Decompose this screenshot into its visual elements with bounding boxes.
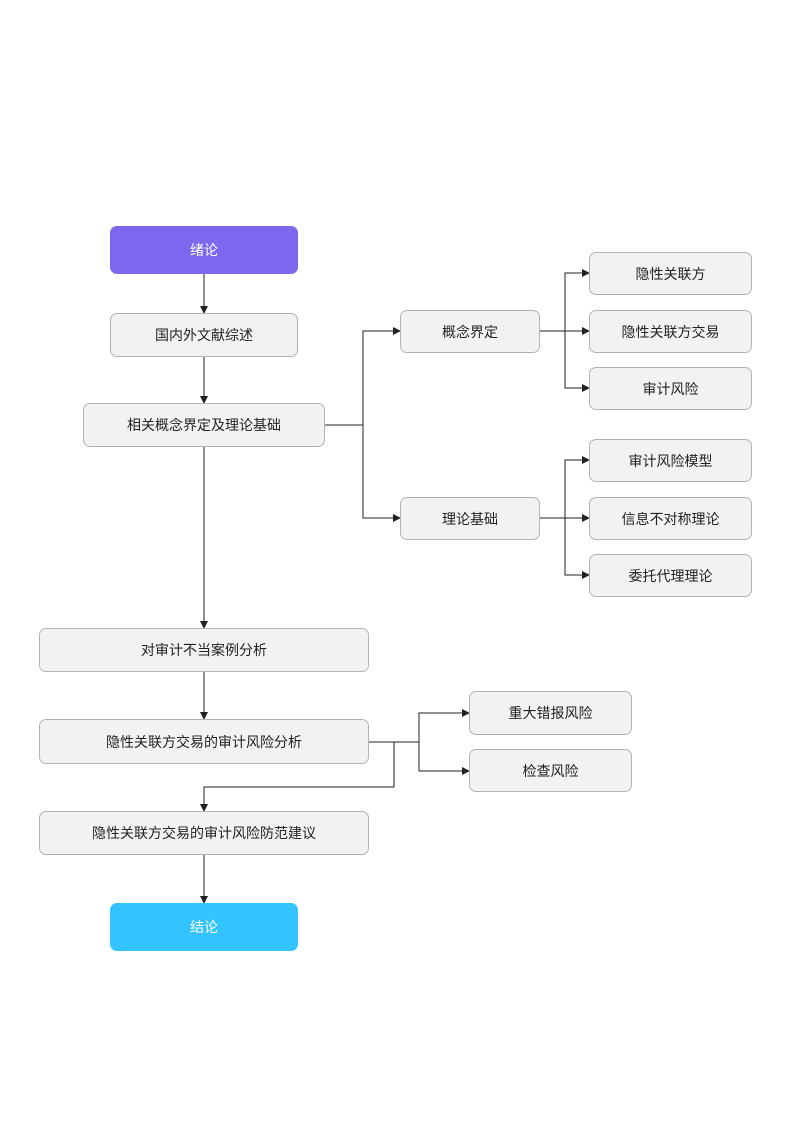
node-prevention: 隐性关联方交易的审计风险防范建议 [39, 811, 369, 855]
node-lit-review: 国内外文献综述 [110, 313, 298, 357]
node-concepts-theory: 相关概念界定及理论基础 [83, 403, 325, 447]
node-concept-def: 概念界定 [400, 310, 540, 353]
node-audit-risk: 审计风险 [589, 367, 752, 410]
node-intro: 绪论 [110, 226, 298, 274]
node-info-asymmetry: 信息不对称理论 [589, 497, 752, 540]
node-material-misstatement: 重大错报风险 [469, 691, 632, 735]
edge-to-detection-risk [418, 742, 470, 775]
edge-to-audit-risk [564, 331, 590, 392]
edge-to-concept-def [362, 327, 401, 425]
node-hidden-party: 隐性关联方 [589, 252, 752, 295]
node-detection-risk: 检查风险 [469, 749, 632, 792]
node-conclusion: 结论 [110, 903, 298, 951]
edge-to-hidden-party [564, 269, 590, 331]
node-case-analysis: 对审计不当案例分析 [39, 628, 369, 672]
node-theory-basis: 理论基础 [400, 497, 540, 540]
node-agency-theory: 委托代理理论 [589, 554, 752, 597]
node-risk-analysis: 隐性关联方交易的审计风险分析 [39, 719, 369, 764]
edge-risk-to-prevention [200, 742, 395, 812]
edge-to-material-misstatement [418, 709, 470, 742]
edge-to-audit-risk-model [564, 456, 590, 518]
edge-to-agency-theory [564, 518, 590, 579]
node-hidden-party-txn: 隐性关联方交易 [589, 310, 752, 353]
node-audit-risk-model: 审计风险模型 [589, 439, 752, 482]
edge-to-theory-basis [362, 425, 401, 522]
